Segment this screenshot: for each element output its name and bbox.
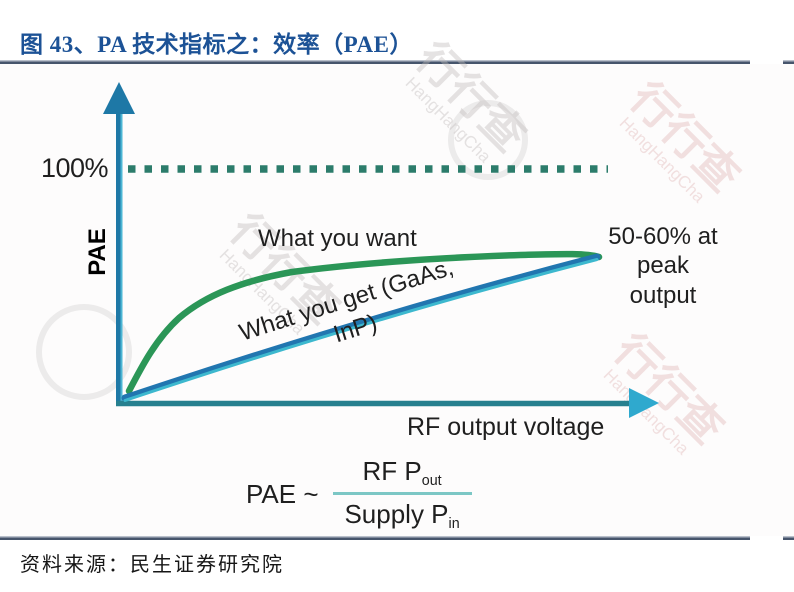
x-axis-label: RF output voltage — [407, 413, 605, 441]
source-divider — [0, 536, 750, 540]
peak-output-annotation: 50-60% at peak output — [608, 223, 718, 309]
x-axis — [116, 388, 659, 418]
formula-fraction: RF Pout Supply Pin — [332, 456, 472, 532]
chart-canvas — [103, 82, 659, 418]
figure-title: 图 43、PA 技术指标之：效率（PAE） — [20, 32, 413, 57]
y-axis-label: PAE — [83, 228, 111, 276]
formula-denominator: Supply Pin — [344, 499, 460, 532]
title-divider — [0, 60, 750, 64]
pae-formula: PAE ~ RF Pout Supply Pin — [246, 456, 472, 532]
formula-numerator: RF Pout — [332, 456, 472, 495]
y-axis — [103, 82, 135, 404]
want-curve-label: What you want — [258, 225, 417, 252]
pae-efficiency-chart: 行行查 HangHangCha 行行查 HangHangCha 行行查 Hang… — [0, 33, 794, 536]
source-divider-right-fragment — [783, 536, 794, 540]
title-divider-right-fragment — [783, 60, 794, 64]
formula-lhs: PAE ~ — [246, 478, 319, 509]
source-attribution: 资料来源：民生证券研究院 — [20, 554, 284, 576]
get-curve-highlight — [123, 258, 599, 402]
want-curve — [125, 250, 603, 395]
x-axis-arrow-icon — [629, 388, 659, 418]
y-axis-arrow-icon — [103, 82, 135, 114]
get-curve — [121, 253, 601, 402]
y-ref-label: 100% — [41, 153, 109, 183]
